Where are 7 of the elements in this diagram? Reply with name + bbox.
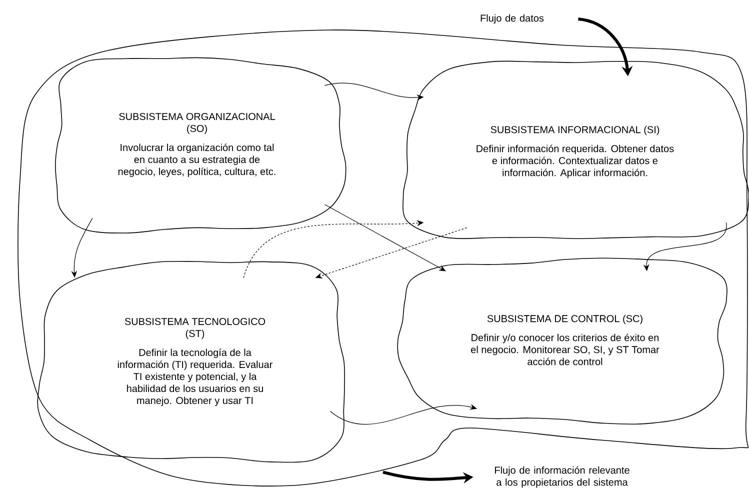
subsystem-blob: SUBSISTEMA DE CONTROL (SC) Definir y/o conocer los criterios de éxito en el negocio. Monitorear SO, SI, y ST Tomar acción de control <box>397 258 728 425</box>
boundary-outline <box>18 30 749 486</box>
subsystem-blob: SUBSISTEMA TECNOLOGICO (ST) Definir la tecnología de la información (TI) requerida. Evaluar TI existente y potencial, y la habilidad de los usuarios en su manejo. Obtener y usar TI <box>37 260 345 463</box>
caption-text: Flujo de datos <box>480 14 544 24</box>
subsystem-blob: SUBSISTEMA INFORMACIONAL (SI) Definir información requerida. Obtener datos e información. Contextualizar datos e información. Aplicar información. <box>402 60 749 239</box>
subsystem-blob: SUBSISTEMA ORGANIZACIONAL (SO) Involucrar la organización como tal en cuanto a su estrategia de negocio, leyes, política, cultura, etc. <box>55 57 346 234</box>
caption-text: Flujo de información relevante a los propietarios del sistema <box>495 466 630 488</box>
